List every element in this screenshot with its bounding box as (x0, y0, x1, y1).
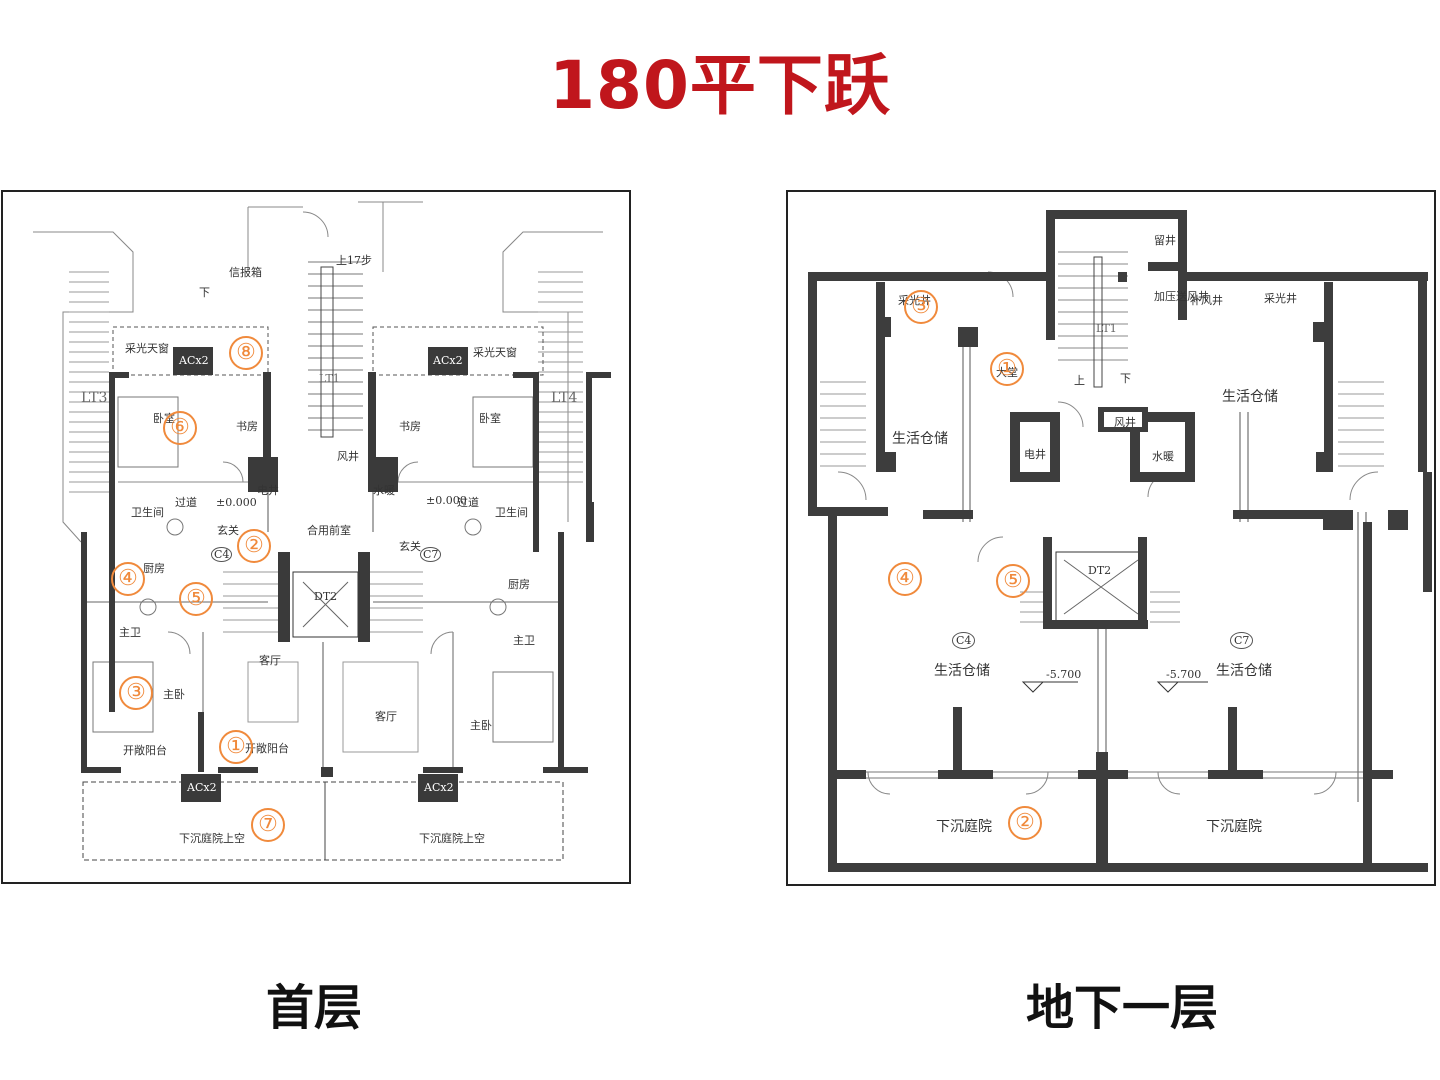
master-bed-left-label: 主卧 (163, 688, 185, 701)
unit-c7-label: C7 (420, 547, 442, 562)
unit-c7-label: C7 (1230, 632, 1254, 649)
lt4-label: LT4 (551, 390, 578, 406)
basement-floor-caption: 地下一层 (1025, 980, 1218, 1036)
marker-1: ① (219, 730, 253, 764)
stairs-up-label: 上17步 (336, 254, 372, 267)
elec-shaft-label: 电井 (1024, 448, 1046, 461)
ground-floor-caption: 首层 (265, 980, 362, 1036)
sunken-void-right-label: 下沉庭院上空 (419, 832, 485, 845)
entry-right-label: 玄关 (399, 540, 421, 553)
balcony-left-label: 开敞阳台 (123, 744, 167, 757)
kitchen-right-label: 厨房 (508, 578, 530, 591)
study-left-label: 书房 (236, 420, 258, 433)
wind-shaft-label: 风井 (337, 450, 359, 463)
unit-c4-label: C4 (952, 632, 976, 649)
marker-5: ⑤ (996, 564, 1030, 598)
lt3-label: LT3 (81, 390, 108, 406)
elevation-right-label: -5.700 (1166, 668, 1202, 681)
skylight-left-label: 采光天窗 (125, 342, 169, 355)
shared-lobby-label: 合用前室 (307, 524, 351, 537)
marker-1: ① (990, 352, 1024, 386)
sunken-void-left-label: 下沉庭院上空 (179, 832, 245, 845)
marker-2: ② (237, 529, 271, 563)
down-label: 下 (199, 286, 210, 299)
stair-down-label: 下 (1120, 372, 1131, 385)
ground-floor-plan: 信报箱 上17步 下 采光天窗 采光天窗 ACx2 ACx2 ACx2 ACx2… (1, 190, 631, 884)
basement-floor-drawing (808, 210, 1432, 872)
ac-label-1: ACx2 (179, 354, 209, 367)
marker-8: ⑧ (229, 336, 263, 370)
study-right-label: 书房 (399, 420, 421, 433)
master-bath-left-label: 主卫 (119, 626, 141, 639)
elec-shaft-label: 电井 (257, 484, 279, 497)
bath-left-label: 卫生间 (131, 506, 164, 519)
bedroom-right-label: 卧室 (479, 412, 501, 425)
page-title: 180平下跃 (549, 47, 891, 124)
marker-3: ③ (119, 676, 153, 710)
lt1-label: LT1 (1096, 322, 1117, 335)
wind-shaft-label: 风井 (1114, 416, 1136, 429)
storage-top-left-label: 生活仓储 (892, 431, 948, 447)
bath-right-label: 卫生间 (495, 506, 528, 519)
storage-top-right-label: 生活仓储 (1222, 389, 1278, 405)
elevation-right-label: ±0.000 (426, 494, 467, 507)
ac-label-2: ACx2 (433, 354, 463, 367)
water-shaft-label: 水暖 (373, 484, 395, 497)
master-bath-right-label: 主卫 (513, 634, 535, 647)
balcony-right-label: 开敞阳台 (245, 742, 289, 755)
ground-floor-drawing (33, 201, 611, 861)
basement-floor-plan: 留井 加压送风井 补风井 采光井 采光井 大堂 LT1 上 下 生活仓储 生活仓… (786, 190, 1436, 886)
ac-label-4: ACx2 (424, 781, 454, 794)
marker-7: ⑦ (251, 808, 285, 842)
corridor-left-label: 过道 (175, 496, 197, 509)
stair-up-label: 上 (1074, 374, 1085, 387)
living-right-label: 客厅 (375, 710, 397, 723)
unit-c4-label: C4 (211, 547, 233, 562)
storage-left-label: 生活仓储 (934, 663, 990, 679)
ac-label-3: ACx2 (187, 781, 217, 794)
storage-right-label: 生活仓储 (1216, 663, 1272, 679)
elevator-dt2-label: DT2 (1088, 564, 1112, 577)
skylight-right-label: 采光天窗 (473, 346, 517, 359)
light-well-right-label: 采光井 (1264, 292, 1297, 305)
marker-6: ⑥ (163, 411, 197, 445)
elevation-left-label: ±0.000 (216, 496, 257, 509)
pressure-shaft-label: 加压送风井 (1154, 290, 1209, 303)
entry-left-label: 玄关 (217, 524, 239, 537)
marker-2: ② (1008, 806, 1042, 840)
elevation-left-label: -5.700 (1046, 668, 1082, 681)
master-bed-right-label: 主卧 (470, 719, 492, 732)
corridor-right-label: 过道 (457, 496, 479, 509)
supply-shaft-label: 补风井 (1190, 294, 1223, 307)
elevator-dt2-label: DT2 (314, 590, 338, 603)
living-left-label: 客厅 (259, 654, 281, 667)
info-box-label: 信报箱 (229, 266, 262, 279)
marker-4: ④ (888, 562, 922, 596)
kitchen-left-label: 厨房 (143, 562, 165, 575)
marker-3: ③ (904, 290, 938, 324)
marker-4: ④ (111, 562, 145, 596)
lt1-label: LT1 (319, 372, 340, 385)
sunken-court-right-label: 下沉庭院 (1206, 819, 1262, 835)
shaft-label: 留井 (1154, 234, 1176, 247)
marker-5: ⑤ (179, 582, 213, 616)
sunken-court-left-label: 下沉庭院 (936, 819, 992, 835)
water-shaft-label: 水暖 (1152, 450, 1174, 463)
